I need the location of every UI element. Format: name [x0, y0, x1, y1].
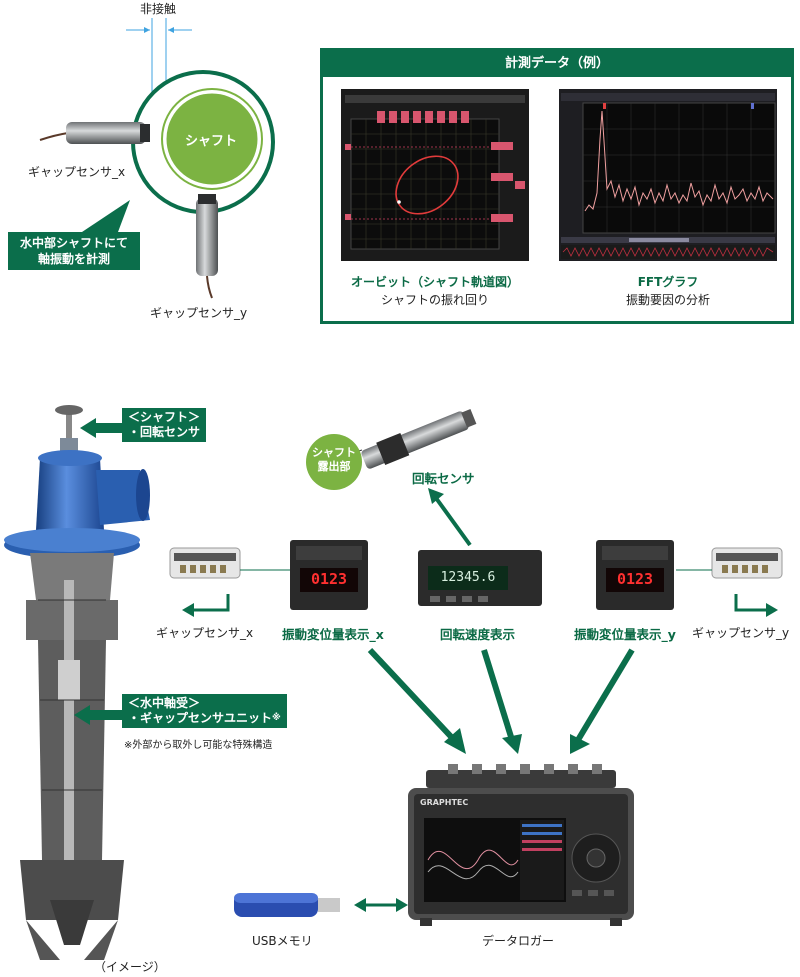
- bearing-note-mark: ※: [272, 713, 281, 723]
- callout-line-2: 軸振動を計測: [37, 252, 110, 266]
- data-logger-device: [408, 764, 634, 926]
- shaft-schematic: [39, 18, 275, 299]
- meter-left: [290, 540, 368, 610]
- shaft-exposed-line-2: 露出部: [317, 460, 351, 473]
- sensor-y-label: ギャップセンサ_y: [150, 306, 248, 320]
- meter-right-value: 0123: [616, 570, 654, 588]
- non-contact-label: 非接触: [140, 2, 177, 16]
- measurement-callout: 水中部シャフトにて 軸振動を計測: [8, 232, 140, 270]
- pump-illustration: [4, 405, 150, 960]
- logger-brand: GRAPHTEC: [420, 798, 469, 807]
- gap-sensor-unit-right: [711, 547, 783, 579]
- orbit-caption-bold: オービット（シャフト軌道図）: [350, 275, 519, 289]
- rotation-sensor-label: 回転センサ: [412, 471, 475, 486]
- shaft-note-line-1: ＜シャフト＞: [128, 410, 201, 424]
- gap-sensor-y-label: ギャップセンサ_y: [692, 626, 790, 640]
- pump-footnote: ※外部から取外し可能な特殊構造: [124, 740, 273, 751]
- gap-sensor-unit-left: [169, 547, 241, 579]
- shaft-exposed-line-1: シャフト: [312, 446, 356, 459]
- rotation-speed-label: 回転速度表示: [440, 627, 516, 642]
- fft-screen: [559, 89, 777, 261]
- system-diagram: [4, 405, 783, 960]
- bearing-gap-note: ＜水中軸受＞ ・ギャップセンサユニット※: [122, 694, 287, 728]
- shaft-rotation-note: ＜シャフト＞ ・回転センサ: [122, 408, 207, 442]
- usb-label: USBメモリ: [252, 934, 313, 948]
- sensor-x-label: ギャップセンサ_x: [28, 165, 126, 179]
- shaft-exposed-label: シャフト 露出部: [306, 446, 362, 474]
- meter-left-value: 0123: [310, 570, 348, 588]
- bearing-note-line-1: ＜水中軸受＞: [128, 696, 201, 710]
- orbit-screen: [341, 89, 529, 261]
- displacement-y-label: 振動変位量表示_y: [574, 627, 676, 642]
- gap-sensor-x-label: ギャップセンサ_x: [156, 626, 254, 640]
- shaft-label: シャフト: [185, 134, 238, 149]
- usb-stick: [234, 893, 340, 917]
- fft-caption: 振動要因の分析: [625, 293, 710, 307]
- meter-center-value: 12345.6: [440, 570, 496, 585]
- fft-caption-bold: FFTグラフ: [637, 275, 699, 289]
- bearing-note-line-2: ・ギャップセンサユニット※: [128, 711, 281, 726]
- displacement-x-label: 振動変位量表示_x: [282, 627, 384, 642]
- image-note: （イメージ）: [94, 960, 166, 974]
- logger-label: データロガー: [482, 934, 555, 948]
- meter-center: [418, 550, 542, 606]
- panel-title: 計測データ（例）: [323, 51, 791, 77]
- measurement-data-panel: 計測データ（例） オービット（シャフト軌道図） シャフトの振れ回り: [320, 48, 794, 324]
- orbit-caption: シャフトの振れ回り: [380, 293, 489, 307]
- shaft-note-line-2: ・回転センサ: [128, 425, 201, 439]
- meter-right: [596, 540, 674, 610]
- callout-line-1: 水中部シャフトにて: [19, 236, 128, 250]
- bearing-note-line-2-text: ・ギャップセンサユニット: [128, 711, 273, 725]
